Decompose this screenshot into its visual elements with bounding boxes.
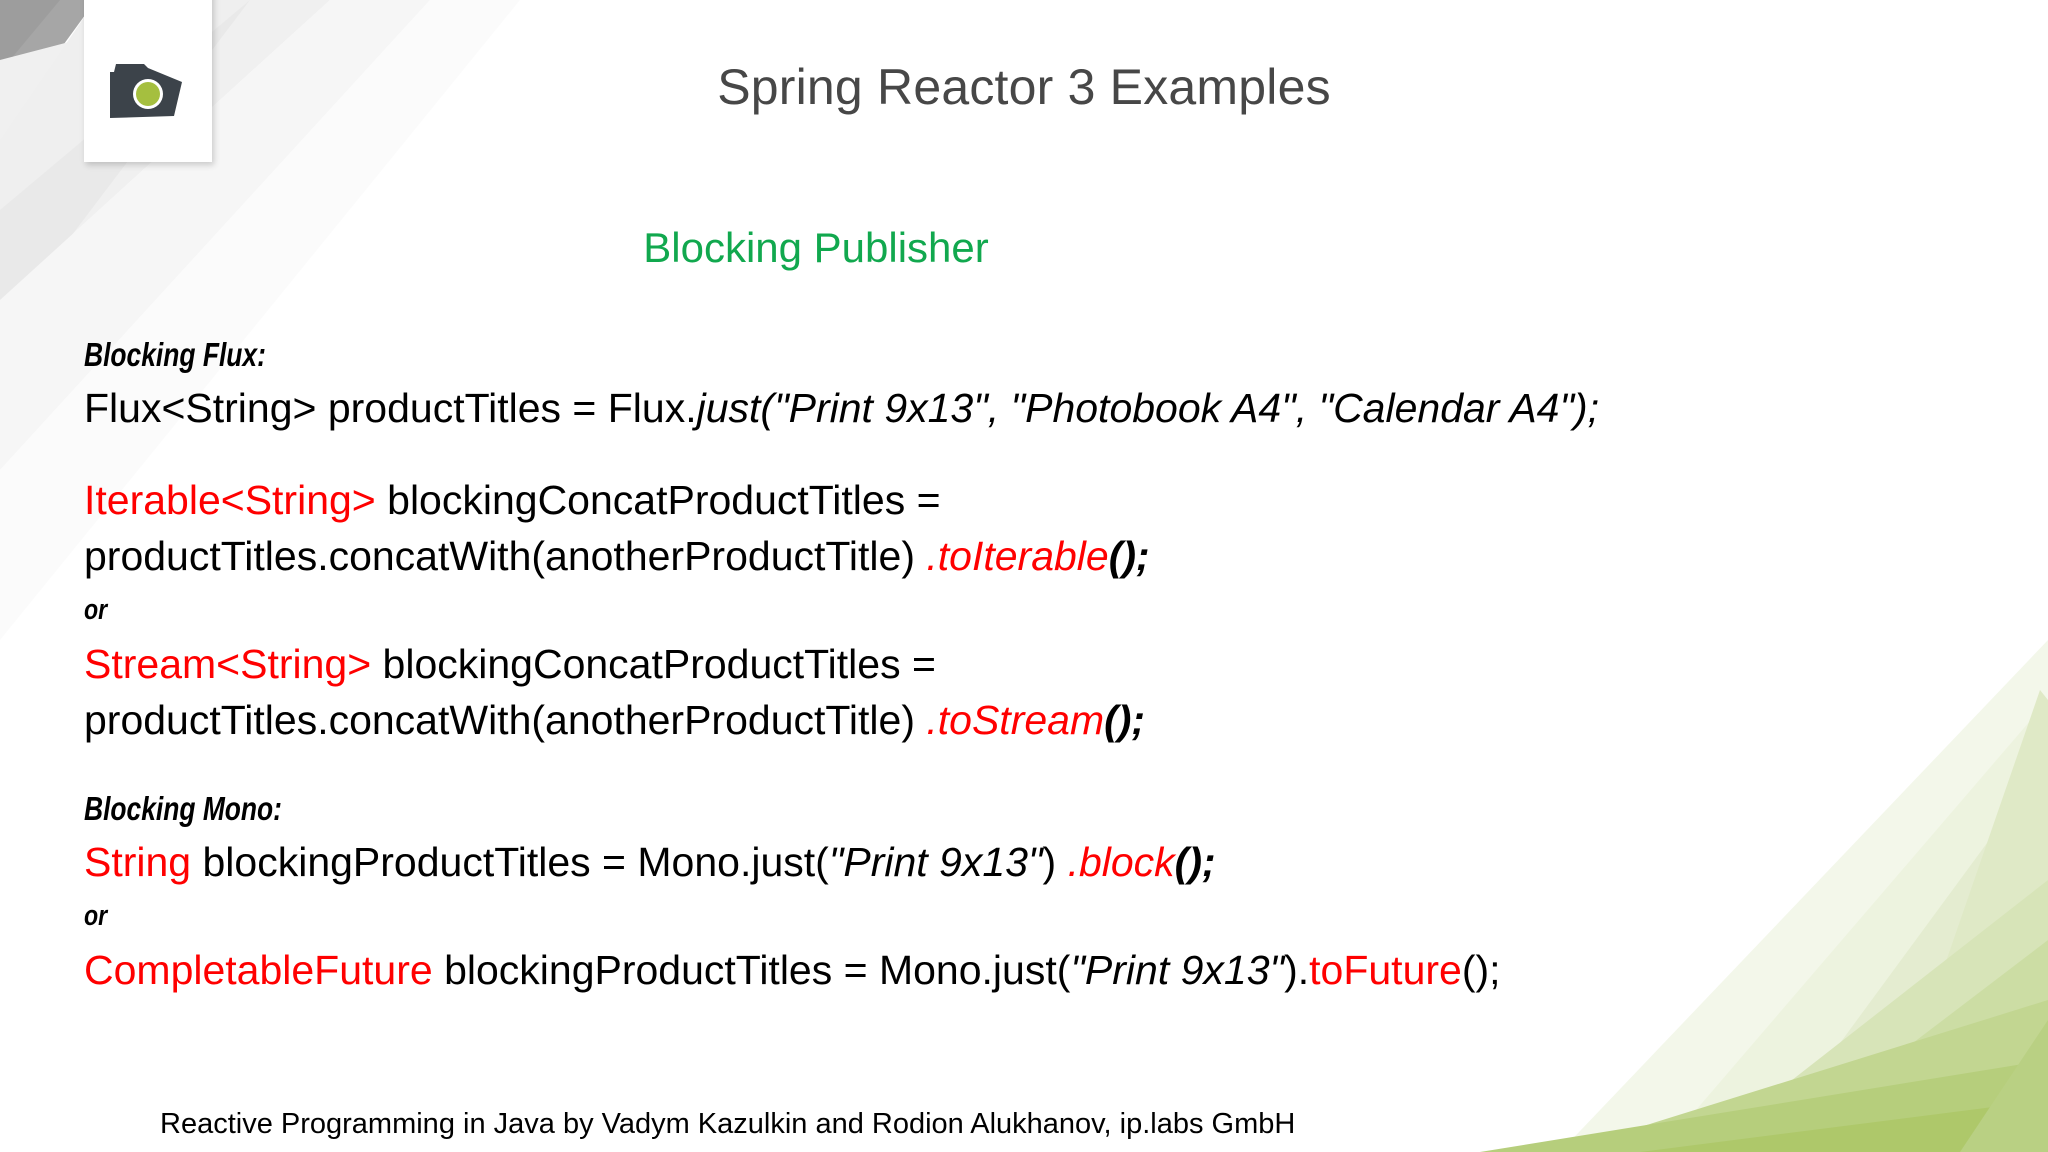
code-token-method-tostream: .toStream bbox=[926, 697, 1105, 743]
code-token-plain: productTitles.concatWith(anotherProductT… bbox=[84, 697, 927, 743]
code-token-string-literal: "Print 9x13" bbox=[1070, 947, 1285, 993]
or-separator-1: or bbox=[84, 594, 108, 626]
code-line-stream-body: productTitles.concatWith(anotherProductT… bbox=[84, 692, 1984, 748]
blocking-mono-heading: Blocking Mono: bbox=[84, 790, 282, 827]
code-line-flux-just: Flux<String> productTitles = Flux.just("… bbox=[84, 380, 1984, 436]
code-spacer bbox=[84, 748, 1984, 784]
slide-subtitle: Blocking Publisher bbox=[643, 224, 989, 271]
slide-footer: Reactive Programming in Java by Vadym Ka… bbox=[160, 1108, 1296, 1140]
code-token-method-tofuture: toFuture bbox=[1309, 947, 1462, 993]
code-token-type-string: String bbox=[84, 839, 192, 885]
code-token-plain: productTitles.concatWith(anotherProductT… bbox=[84, 533, 927, 579]
code-token-type-iterable: Iterable<String> bbox=[84, 477, 376, 523]
code-token-parens: (); bbox=[1461, 947, 1501, 993]
code-token-type-completablefuture: CompletableFuture bbox=[84, 947, 433, 993]
code-token-method-block: .block bbox=[1067, 839, 1175, 885]
code-token-plain: blockingProductTitles = Mono.just( bbox=[191, 839, 829, 885]
code-token-plain: blockingConcatProductTitles = bbox=[371, 641, 936, 687]
code-token-method-toiterable: .toIterable bbox=[926, 533, 1109, 579]
code-line-iterable-body: productTitles.concatWith(anotherProductT… bbox=[84, 528, 1984, 584]
page-title: Spring Reactor 3 Examples bbox=[717, 59, 1331, 115]
code-token-plain: blockingConcatProductTitles = bbox=[375, 477, 941, 523]
code-token-parens: (); bbox=[1174, 839, 1216, 885]
code-token-plain: blockingProductTitles = Mono.just( bbox=[432, 947, 1071, 993]
code-token-plain: Flux<String> productTitles = Flux. bbox=[84, 385, 697, 431]
code-line-completable-future: CompletableFuture blockingProductTitles … bbox=[84, 942, 1984, 998]
code-token-type-stream: Stream<String> bbox=[84, 641, 372, 687]
code-token-plain: ). bbox=[1284, 947, 1310, 993]
code-line-stream-decl: Stream<String> blockingConcatProductTitl… bbox=[84, 636, 1984, 692]
code-token-parens: (); bbox=[1104, 697, 1146, 743]
code-token-string-literal: "Print 9x13" bbox=[828, 839, 1043, 885]
code-line-mono-block: String blockingProductTitles = Mono.just… bbox=[84, 834, 1984, 890]
code-token-plain: ) bbox=[1042, 839, 1068, 885]
code-token-parens: (); bbox=[1108, 533, 1150, 579]
blocking-flux-heading: Blocking Flux: bbox=[84, 336, 266, 373]
code-line-iterable-decl: Iterable<String> blockingConcatProductTi… bbox=[84, 472, 1984, 528]
or-separator-2: or bbox=[84, 900, 108, 932]
code-token-italic: just("Print 9x13", "Photobook A4", "Cale… bbox=[696, 385, 1600, 431]
code-body: Blocking Flux: Flux<String> productTitle… bbox=[84, 330, 1984, 998]
code-spacer bbox=[84, 436, 1984, 472]
